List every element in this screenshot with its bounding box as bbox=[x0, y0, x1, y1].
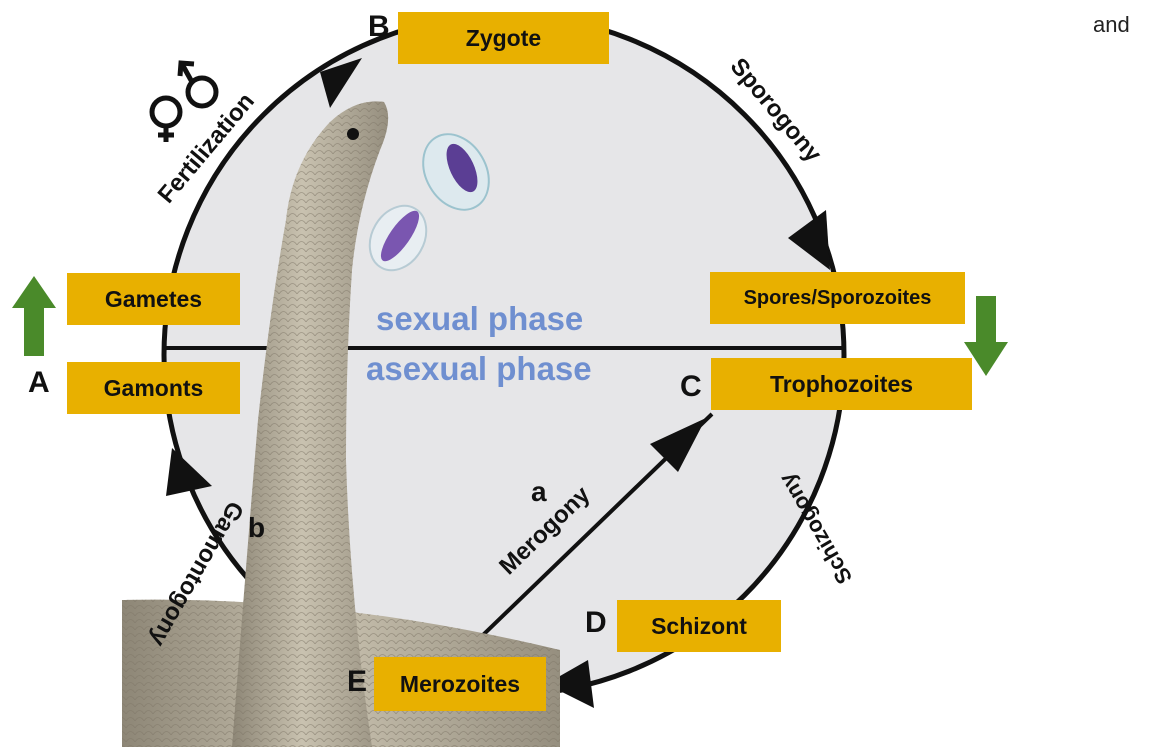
path-letter-a: a bbox=[531, 476, 547, 508]
corner-text: and bbox=[1093, 12, 1130, 38]
stage-letter-b: B bbox=[368, 10, 390, 44]
path-letter-b: b bbox=[248, 512, 265, 544]
zygote-box: Zygote bbox=[398, 12, 609, 64]
stage-letter-a: A bbox=[28, 366, 50, 400]
asexual-phase-label: asexual phase bbox=[366, 350, 592, 388]
stage-letter-c: C bbox=[680, 370, 702, 404]
merozoites-box: Merozoites bbox=[374, 657, 546, 711]
gamonts-box: Gamonts bbox=[67, 362, 240, 414]
trophozoites-box: Trophozoites bbox=[711, 358, 972, 410]
gametes-box: Gametes bbox=[67, 273, 240, 325]
stage-letter-d: D bbox=[585, 606, 607, 640]
schizont-box: Schizont bbox=[617, 600, 781, 652]
sexual-phase-label: sexual phase bbox=[376, 300, 583, 338]
green-up-arrow-icon bbox=[12, 276, 56, 356]
spores-box: Spores/Sporozoites bbox=[710, 272, 965, 324]
stage-letter-e: E bbox=[347, 665, 367, 699]
